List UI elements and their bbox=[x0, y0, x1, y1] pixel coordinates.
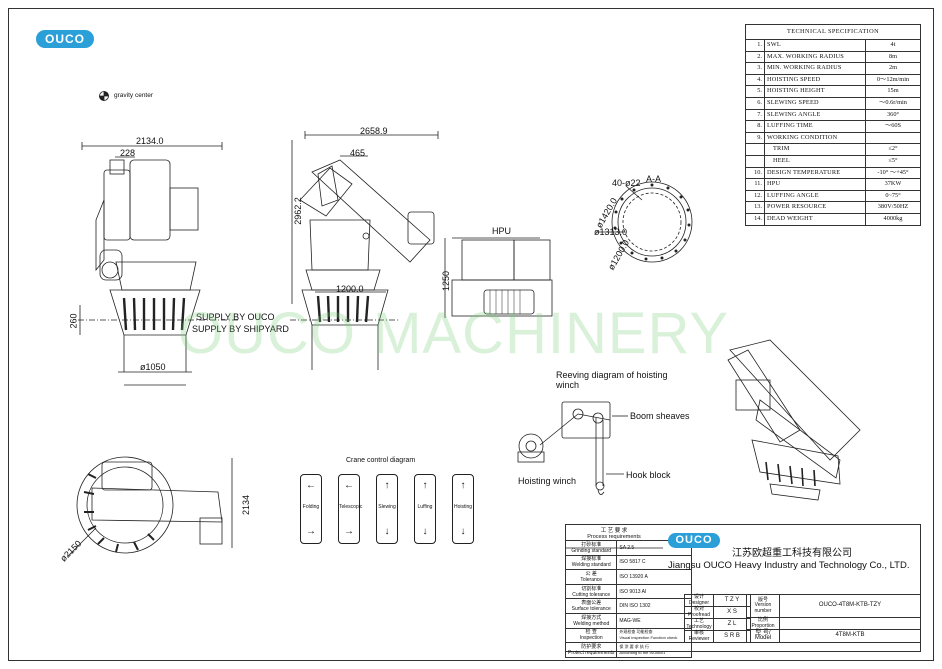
spec-row: 9.WORKING CONDITION bbox=[745, 131, 921, 145]
reeving-title-line1: Reeving diagram of hoisting bbox=[556, 370, 668, 380]
dim-1200: 1200.0 bbox=[336, 284, 364, 294]
dim-465: 465 bbox=[350, 148, 366, 158]
dim-260: 260 bbox=[68, 313, 79, 329]
supply-shipyard-label: SUPPLY BY SHIPYARD bbox=[192, 324, 289, 334]
dim-1250: 1250 bbox=[441, 270, 452, 292]
arrow-left-icon: ← bbox=[344, 480, 354, 491]
arrow-down-icon: ↓ bbox=[460, 526, 466, 537]
lever-telescopic: ← Telescopic → bbox=[338, 474, 362, 544]
watermark: OUCO MACHINERY bbox=[178, 301, 730, 366]
boom-sheaves-label: Boom sheaves bbox=[630, 411, 690, 421]
dim-1050: ø1050 bbox=[140, 362, 166, 372]
company-name-en: Jiangsu OUCO Heavy Industry and Technolo… bbox=[668, 560, 910, 571]
section-title: A-A bbox=[646, 174, 662, 184]
spec-row: 10.DESIGN TEMPERATURE-10° ～+45° bbox=[745, 166, 921, 180]
spec-row: 8.LUFFING TIME～60S bbox=[745, 120, 921, 133]
section-d1313: ø1313.0 bbox=[594, 227, 628, 237]
plan-view bbox=[67, 456, 233, 557]
arrow-up-icon: ↑ bbox=[384, 480, 390, 491]
arrow-down-icon: ↓ bbox=[384, 526, 390, 537]
hpu-label: HPU bbox=[492, 226, 512, 236]
dim-2658: 2658.9 bbox=[360, 126, 388, 136]
gravity-center-icon bbox=[99, 91, 109, 101]
arrow-right-icon: → bbox=[306, 526, 316, 537]
hook-block-label: Hook block bbox=[626, 470, 671, 480]
section-d40-22: 40-ø22 bbox=[612, 178, 641, 188]
spec-row: TRIM≤2° bbox=[745, 143, 921, 156]
control-title: Crane control diagram bbox=[346, 457, 416, 464]
hpu-unit bbox=[444, 237, 553, 318]
reeving-title-line2: winch bbox=[556, 380, 580, 390]
hoisting-winch-label: Hoisting winch bbox=[518, 476, 577, 486]
arrow-up-icon: ↑ bbox=[460, 480, 466, 491]
dim-2962: 2962.2 bbox=[292, 197, 303, 225]
arrow-left-icon: ← bbox=[306, 480, 316, 491]
dim-2134-top: 2134.0 bbox=[136, 136, 164, 146]
crane-3d-view bbox=[727, 339, 861, 501]
company-logo: OUCO bbox=[668, 533, 720, 548]
process-header-en: Process requirements bbox=[587, 534, 641, 540]
reeving-diagram bbox=[517, 401, 628, 495]
supply-ouco-label: SUPPLY BY OUCO bbox=[196, 312, 275, 322]
dim-228: 228 bbox=[120, 148, 136, 158]
dim-2134-side: 2134 bbox=[241, 494, 252, 516]
arrow-up-icon: ↑ bbox=[422, 480, 428, 491]
gravity-center-label: gravity center bbox=[114, 92, 154, 99]
ouco-logo: OUCO bbox=[36, 30, 94, 48]
spec-row: 6.SLEWING SPEED～0.6r/min bbox=[745, 96, 921, 110]
lever-folding: ← Folding → bbox=[300, 474, 322, 544]
section-a-a bbox=[596, 181, 693, 263]
lever-luffing: ↑ Luffing ↓ bbox=[414, 474, 436, 544]
process-header-cn: 工 艺 要 求 bbox=[600, 528, 628, 534]
arrow-right-icon: → bbox=[344, 526, 354, 537]
spec-row: HEEL≤5° bbox=[745, 154, 921, 168]
side-view-crane bbox=[290, 131, 439, 370]
drawing-frame bbox=[8, 8, 934, 661]
front-view-crane bbox=[78, 142, 240, 386]
lever-slewing: ↑ Slewing ↓ bbox=[376, 474, 398, 544]
lever-hoisting: ↑ Hoisting ↓ bbox=[452, 474, 474, 544]
spec-title: TECHNICAL SPECIFICATION bbox=[745, 24, 921, 40]
company-name-cn: 江苏欧超重工科技有限公司 bbox=[732, 548, 852, 559]
arrow-down-icon: ↓ bbox=[422, 526, 428, 537]
